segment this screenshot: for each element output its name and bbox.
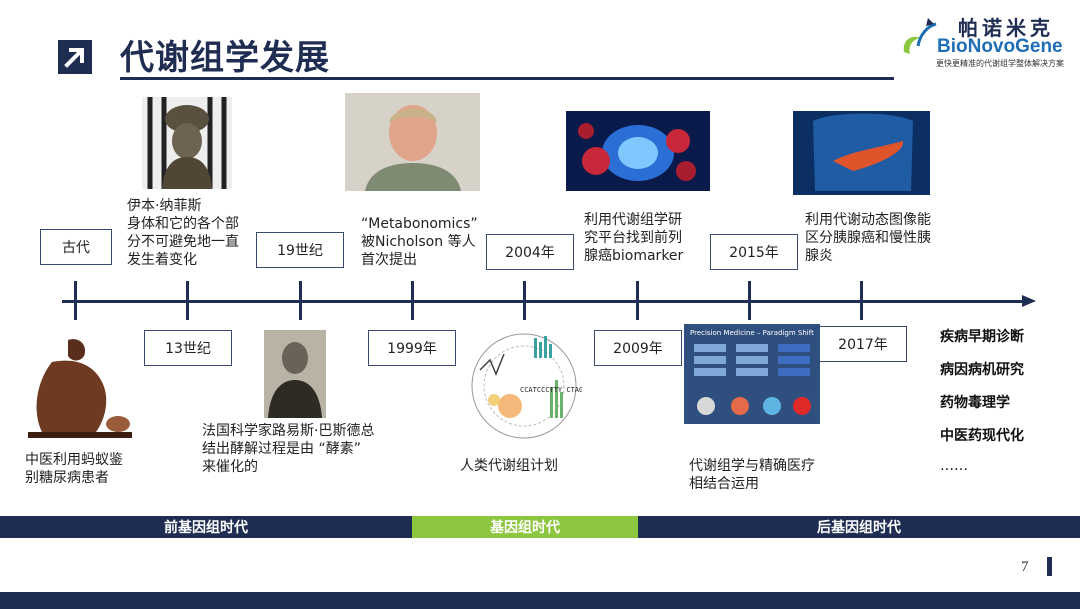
biomarker-label: 利用代谢组学研究平台找到前列腺癌biomarker xyxy=(584,211,683,265)
pancreas-label: 利用代谢动态图像能区分胰腺癌和慢性胰腺炎 xyxy=(805,211,931,265)
timeline-tick xyxy=(636,281,639,320)
year-box-1999: 1999年 xyxy=(368,330,456,366)
title-arrow-icon xyxy=(58,40,92,74)
logo-icon xyxy=(898,16,938,60)
title-underline xyxy=(120,77,894,80)
year-box-2009: 2009年 xyxy=(594,330,682,366)
pasteur-portrait-image xyxy=(264,330,326,418)
precision-medicine-label: 代谢组学与精确医疗相结合运用 xyxy=(689,457,815,493)
timeline-arrow-icon xyxy=(1022,295,1036,307)
pasteur-label: 法国科学家路易斯·巴斯德总结出酵解过程是由 “酵素”来催化的 xyxy=(202,422,374,476)
era-genomic: 基因组时代 xyxy=(412,516,638,538)
nicholson-portrait-image xyxy=(345,93,480,191)
application-etiology: 病因病机研究 xyxy=(940,359,1024,379)
timeline-tick xyxy=(523,281,526,320)
timeline-tick xyxy=(74,281,77,320)
prostate-cancer-image xyxy=(566,111,710,191)
page-number: 7 xyxy=(1021,559,1029,576)
ancient-physician-sketch-image xyxy=(22,332,140,440)
application-more: …… xyxy=(940,458,968,474)
ibn-nafis-bust-image xyxy=(142,97,232,189)
footer-bar xyxy=(0,592,1080,609)
human-metabolome-label: 人类代谢组计划 xyxy=(460,457,558,475)
application-tcm-modernization: 中医药现代化 xyxy=(940,425,1024,445)
era-pre-genomic: 前基因组时代 xyxy=(0,516,412,538)
page-title: 代谢组学发展 xyxy=(120,30,330,79)
timeline-tick xyxy=(186,281,189,320)
logo-english-name: BioNovoGene xyxy=(937,36,1063,58)
metabonomics-label: “Metabonomics”被Nicholson 等人首次提出 xyxy=(361,215,478,269)
metabolome-graphic-text: CCATCCCTTY CTAGCGAA xyxy=(520,386,582,394)
year-box-2004: 2004年 xyxy=(486,234,574,270)
page-number-bar xyxy=(1047,557,1052,576)
human-metabolome-graphic: CCATCCCTTY CTAGCGAA xyxy=(466,330,582,442)
year-box-2015: 2015年 xyxy=(710,234,798,270)
ibn-nafis-label: 伊本·纳菲斯身体和它的各个部分不可避免地一直发生着变化 xyxy=(127,197,239,269)
timeline-tick xyxy=(299,281,302,320)
year-box-19th-century: 19世纪 xyxy=(256,232,344,268)
logo-tagline: 更快更精准的代谢组学整体解决方案 xyxy=(936,58,1064,69)
timeline-tick xyxy=(411,281,414,320)
timeline-axis xyxy=(62,300,1024,303)
timeline-tick xyxy=(748,281,751,320)
year-box-13th-century: 13世纪 xyxy=(144,330,232,366)
timeline-tick xyxy=(860,281,863,320)
era-post-genomic: 后基因组时代 xyxy=(638,516,1080,538)
application-toxicology: 药物毒理学 xyxy=(940,392,1010,412)
application-early-diagnosis: 疾病早期诊断 xyxy=(940,326,1024,346)
year-box-ancient: 古代 xyxy=(40,229,112,265)
pancreas-image xyxy=(793,111,930,195)
ancient-tcm-label: 中医利用蚂蚁鉴别糖尿病患者 xyxy=(25,451,123,487)
precision-medicine-panel-image: Precision Medicine – Paradigm Shift xyxy=(684,324,820,424)
year-box-2017: 2017年 xyxy=(819,326,907,362)
